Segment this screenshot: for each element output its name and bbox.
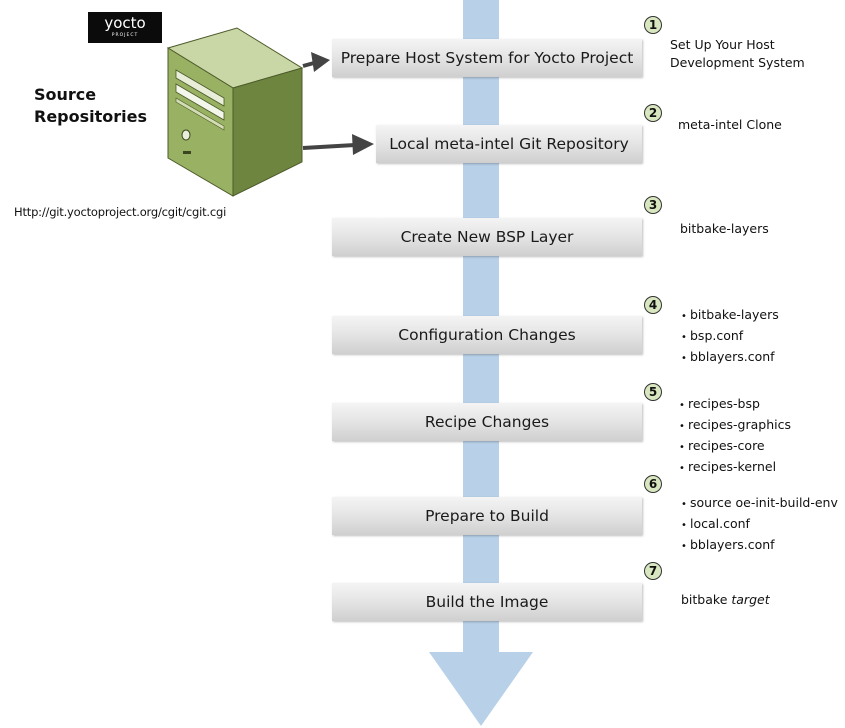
- step-7-number: 7: [644, 562, 662, 580]
- step-4-number: 4: [644, 296, 662, 314]
- step-1-number: 1: [644, 16, 662, 34]
- step-2-number: 2: [644, 104, 662, 122]
- connector-arrow-icon: [302, 52, 374, 155]
- list-item: recipes-bsp: [679, 394, 791, 415]
- step-1-box: Prepare Host System for Yocto Project: [332, 39, 642, 77]
- yocto-logo: yocto PROJECT: [88, 12, 162, 43]
- step-2-note: meta-intel Clone: [678, 117, 782, 132]
- list-item: recipes-graphics: [679, 415, 791, 436]
- step-3-note: bitbake-layers: [680, 221, 769, 236]
- source-url: Http://git.yoctoproject.org/cgit/cgit.cg…: [14, 205, 227, 219]
- step-1-note: Set Up Your Host Development System: [670, 37, 805, 70]
- step-4-box: Configuration Changes: [332, 316, 642, 354]
- step-5-box: Recipe Changes: [332, 403, 642, 441]
- list-item: bblayers.conf: [681, 535, 838, 556]
- step-7-note: bitbake target: [681, 592, 770, 607]
- list-item: source oe-init-build-env: [681, 493, 838, 514]
- list-item: bsp.conf: [681, 326, 779, 347]
- step-7-box: Build the Image: [332, 583, 642, 621]
- step-5-number: 5: [644, 383, 662, 401]
- step-6-box: Prepare to Build: [332, 497, 642, 535]
- list-item: bblayers.conf: [681, 347, 779, 368]
- step-5-note: recipes-bsp recipes-graphics recipes-cor…: [679, 394, 791, 478]
- list-item: local.conf: [681, 514, 838, 535]
- list-item: recipes-core: [679, 436, 791, 457]
- step-3-number: 3: [644, 196, 662, 214]
- step-6-number: 6: [644, 475, 662, 493]
- step-4-note: bitbake-layers bsp.conf bblayers.conf: [681, 305, 779, 368]
- server-icon: [166, 27, 304, 197]
- step-2-box: Local meta-intel Git Repository: [376, 125, 642, 163]
- source-repositories-label: Source Repositories: [34, 85, 148, 126]
- step-3-box: Create New BSP Layer: [332, 218, 642, 256]
- list-item: bitbake-layers: [681, 305, 779, 326]
- list-item: recipes-kernel: [679, 457, 791, 478]
- step-6-note: source oe-init-build-env local.conf bbla…: [681, 493, 838, 556]
